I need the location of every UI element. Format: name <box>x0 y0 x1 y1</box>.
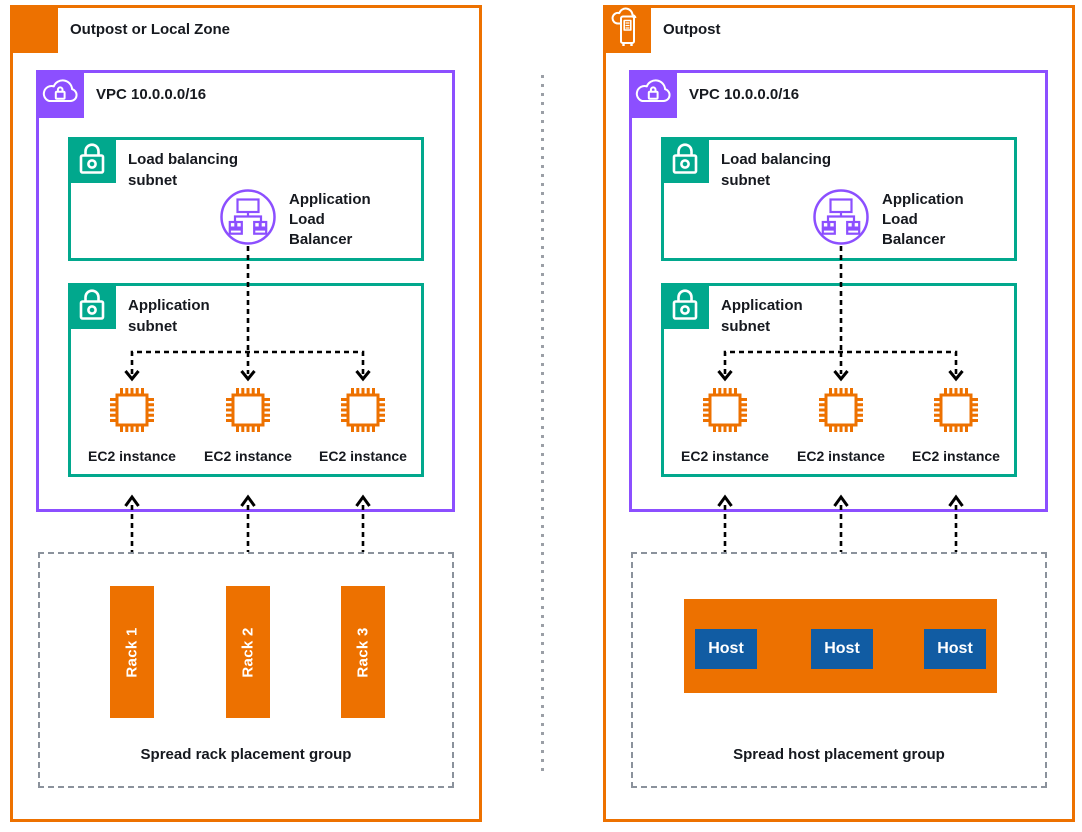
vpc-box: VPC 10.0.0.0/16 Load balancing subnet <box>36 70 455 512</box>
vpc-label: VPC 10.0.0.0/16 <box>689 86 800 103</box>
subnet-lock-icon <box>661 137 709 183</box>
ec2-instance-label: EC2 instance <box>319 448 407 464</box>
ec2-instance-label: EC2 instance <box>912 448 1000 464</box>
ec2-instance-label: EC2 instance <box>681 448 769 464</box>
spread-host-placement-group-box: Host Host Host Spread host placement gro… <box>631 552 1047 788</box>
application-load-balancer-label: Application Load Balancer <box>289 191 371 248</box>
ec2-instance-icon <box>336 383 390 437</box>
application-load-balancer-label: Application Load Balancer <box>882 191 964 248</box>
load-balancing-subnet-label: Load balancing subnet <box>128 151 239 189</box>
subnet-lock-icon <box>68 283 116 329</box>
vpc-cloud-lock-icon <box>629 70 677 118</box>
load-balancing-subnet-label: Load balancing subnet <box>721 151 832 189</box>
application-load-balancer-icon <box>812 188 870 246</box>
outpost-or-local-zone-panel: Outpost or Local Zone VPC 10.0.0.0/16 <box>10 5 482 822</box>
host-1: Host <box>695 629 757 669</box>
ec2-instance-label: EC2 instance <box>204 448 292 464</box>
application-subnet-label: Application subnet <box>721 297 803 335</box>
vpc-label: VPC 10.0.0.0/16 <box>96 86 207 103</box>
placement-group-label: Spread rack placement group <box>140 746 352 763</box>
ec2-instance-icon <box>221 383 275 437</box>
vpc-cloud-lock-icon <box>36 70 84 118</box>
rack-1: Rack 1 <box>110 586 154 718</box>
outpost-icon <box>603 5 651 53</box>
host-3: Host <box>924 629 986 669</box>
panel-title: Outpost or Local Zone <box>70 21 230 38</box>
ec2-instance-icon <box>105 383 159 437</box>
application-subnet-label: Application subnet <box>128 297 210 335</box>
application-load-balancer-icon <box>219 188 277 246</box>
load-balancing-subnet-box: Load balancing subnet <box>68 137 424 261</box>
subnet-lock-icon <box>661 283 709 329</box>
application-subnet-box: Application subnet <box>661 283 1017 477</box>
application-subnet-box: Application subnet <box>68 283 424 477</box>
vpc-box: VPC 10.0.0.0/16 Load balancing subnet <box>629 70 1048 512</box>
ec2-instance-label: EC2 instance <box>797 448 885 464</box>
ec2-instance-icon <box>929 383 983 437</box>
rack-3: Rack 3 <box>341 586 385 718</box>
host-2: Host <box>811 629 873 669</box>
rack-2: Rack 2 <box>226 586 270 718</box>
outpost-host-bar: Host Host Host <box>684 599 997 693</box>
placement-group-label: Spread host placement group <box>733 746 945 763</box>
spread-rack-placement-group-box: Rack 1 Rack 2 Rack 3 Spread rack placeme… <box>38 552 454 788</box>
load-balancing-subnet-box: Load balancing subnet <box>661 137 1017 261</box>
local-zone-icon <box>10 5 58 53</box>
panel-divider <box>541 75 544 772</box>
subnet-lock-icon <box>68 137 116 183</box>
ec2-instance-icon <box>814 383 868 437</box>
ec2-instance-icon <box>698 383 752 437</box>
ec2-instance-label: EC2 instance <box>88 448 176 464</box>
outpost-panel: Outpost VPC 10.0.0.0/16 Load <box>603 5 1075 822</box>
panel-title: Outpost <box>663 21 721 38</box>
